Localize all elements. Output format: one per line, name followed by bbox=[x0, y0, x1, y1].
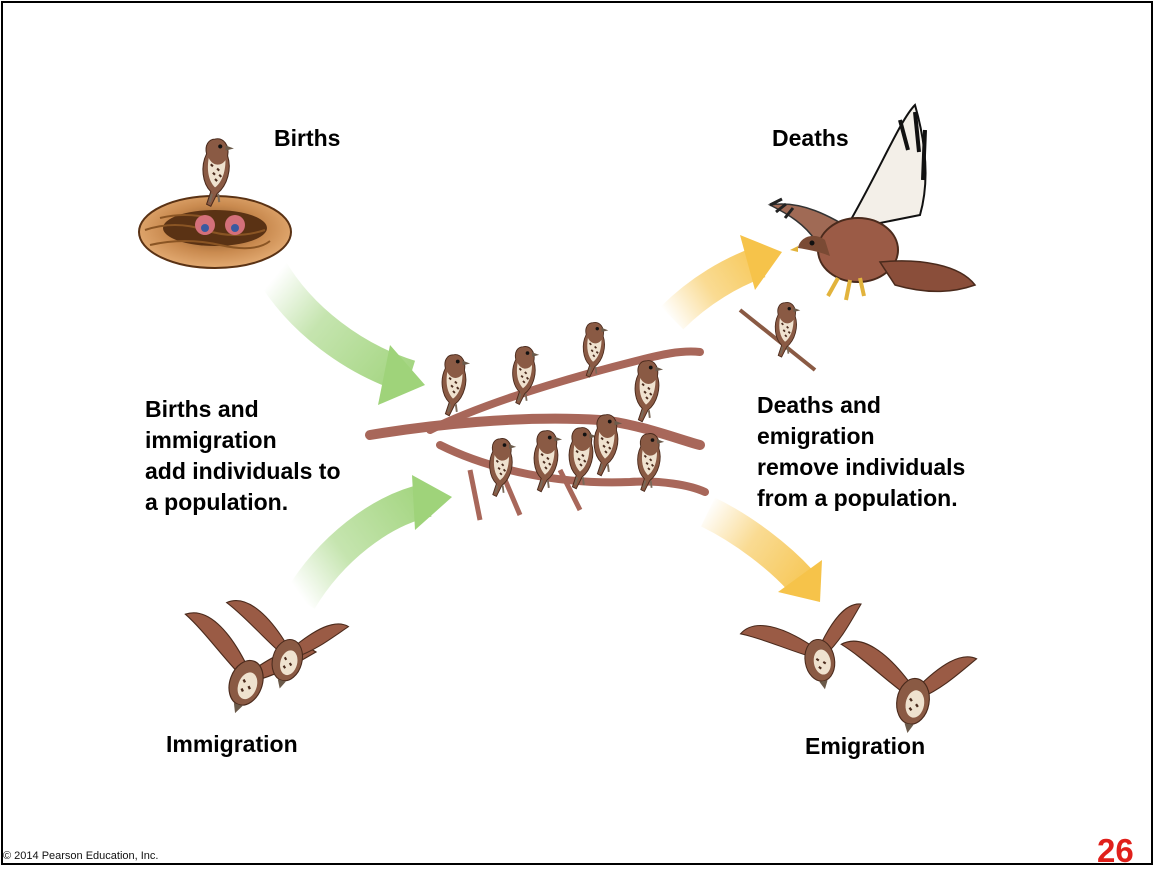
births-label: Births bbox=[274, 124, 340, 152]
add-text-line-1: Births and bbox=[145, 394, 341, 425]
remove-individuals-text: Deaths and emigration remove individuals… bbox=[757, 390, 965, 514]
nest-with-sparrow-icon bbox=[139, 139, 291, 268]
arrow-emigration-out bbox=[708, 512, 822, 602]
add-text-line-4: a population. bbox=[145, 487, 341, 518]
add-text-line-2: immigration bbox=[145, 425, 341, 456]
remove-text-line-4: from a population. bbox=[757, 483, 965, 514]
arrow-deaths-out bbox=[672, 235, 782, 318]
emigrating-birds-icon bbox=[739, 603, 977, 742]
add-individuals-text: Births and immigration add individuals t… bbox=[145, 394, 341, 518]
page-number: 26 bbox=[1097, 832, 1134, 870]
remove-text-line-2: emigration bbox=[757, 421, 965, 452]
copyright: © 2014 Pearson Education, Inc. bbox=[3, 850, 158, 862]
immigrating-birds-icon bbox=[159, 594, 348, 732]
add-text-line-3: add individuals to bbox=[145, 456, 341, 487]
caught-sparrow-icon bbox=[740, 302, 815, 370]
remove-text-line-1: Deaths and bbox=[757, 390, 965, 421]
deaths-label: Deaths bbox=[772, 124, 849, 152]
immigration-label: Immigration bbox=[166, 730, 298, 758]
emigration-label: Emigration bbox=[805, 732, 925, 760]
remove-text-line-3: remove individuals bbox=[757, 452, 965, 483]
arrow-births-in bbox=[270, 268, 425, 405]
